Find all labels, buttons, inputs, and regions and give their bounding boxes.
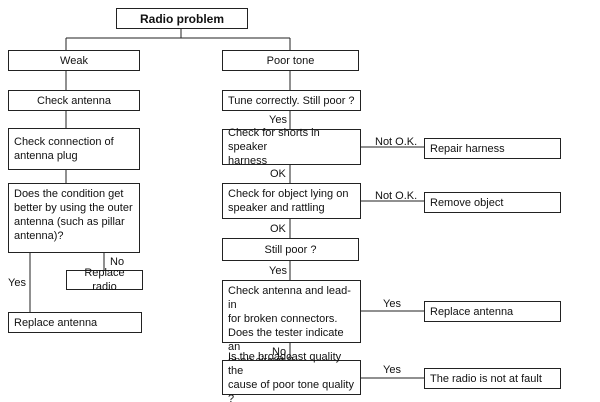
yes-after-still-poor-label: Yes <box>269 265 287 277</box>
poor-tone-header-box: Poor tone <box>222 50 359 71</box>
replace-radio-box: Replace radio <box>66 267 143 293</box>
check-antenna-leadin-box: Check antenna and lead-in for broken con… <box>222 280 361 367</box>
check-shorts-box: Check for shorts in speaker harness <box>222 127 361 167</box>
weak-replace-antenna-box: Replace antenna <box>8 312 142 333</box>
yes-open-circuit-label: Yes <box>383 298 401 310</box>
no-open-circuit-label: No <box>272 346 287 358</box>
ok-after-object-label: OK <box>270 223 286 235</box>
remove-object-box: Remove object <box>424 192 561 213</box>
weak-yes-label: Yes <box>8 277 26 289</box>
poor-tone-replace-antenna-box: Replace antenna <box>424 301 561 322</box>
yes-after-tune-label: Yes <box>269 114 287 126</box>
weak-no-label: No <box>110 256 125 268</box>
weak-header-box: Weak <box>8 50 140 71</box>
not-at-fault-box: The radio is not at fault <box>424 368 561 389</box>
ok-after-shorts-label: OK <box>270 168 286 180</box>
not-ok-object-label: Not O.K. <box>375 190 418 202</box>
not-ok-shorts-label: Not O.K. <box>375 136 418 148</box>
repair-harness-box: Repair harness <box>424 138 561 159</box>
still-poor-box: Still poor ? <box>222 238 359 261</box>
outer-antenna-question-box: Does the condition get better by using t… <box>8 183 140 253</box>
broadcast-quality-box: Is the broadcast quality the cause of po… <box>222 351 361 402</box>
check-object-box: Check for object lying on speaker and ra… <box>222 183 361 219</box>
check-connection-box: Check connection of antenna plug <box>8 128 140 170</box>
tune-correctly-box: Tune correctly. Still poor ? <box>222 90 361 111</box>
yes-broadcast-label: Yes <box>383 364 401 376</box>
title-box: Radio problem <box>116 8 248 29</box>
check-antenna-box: Check antenna <box>8 90 140 111</box>
